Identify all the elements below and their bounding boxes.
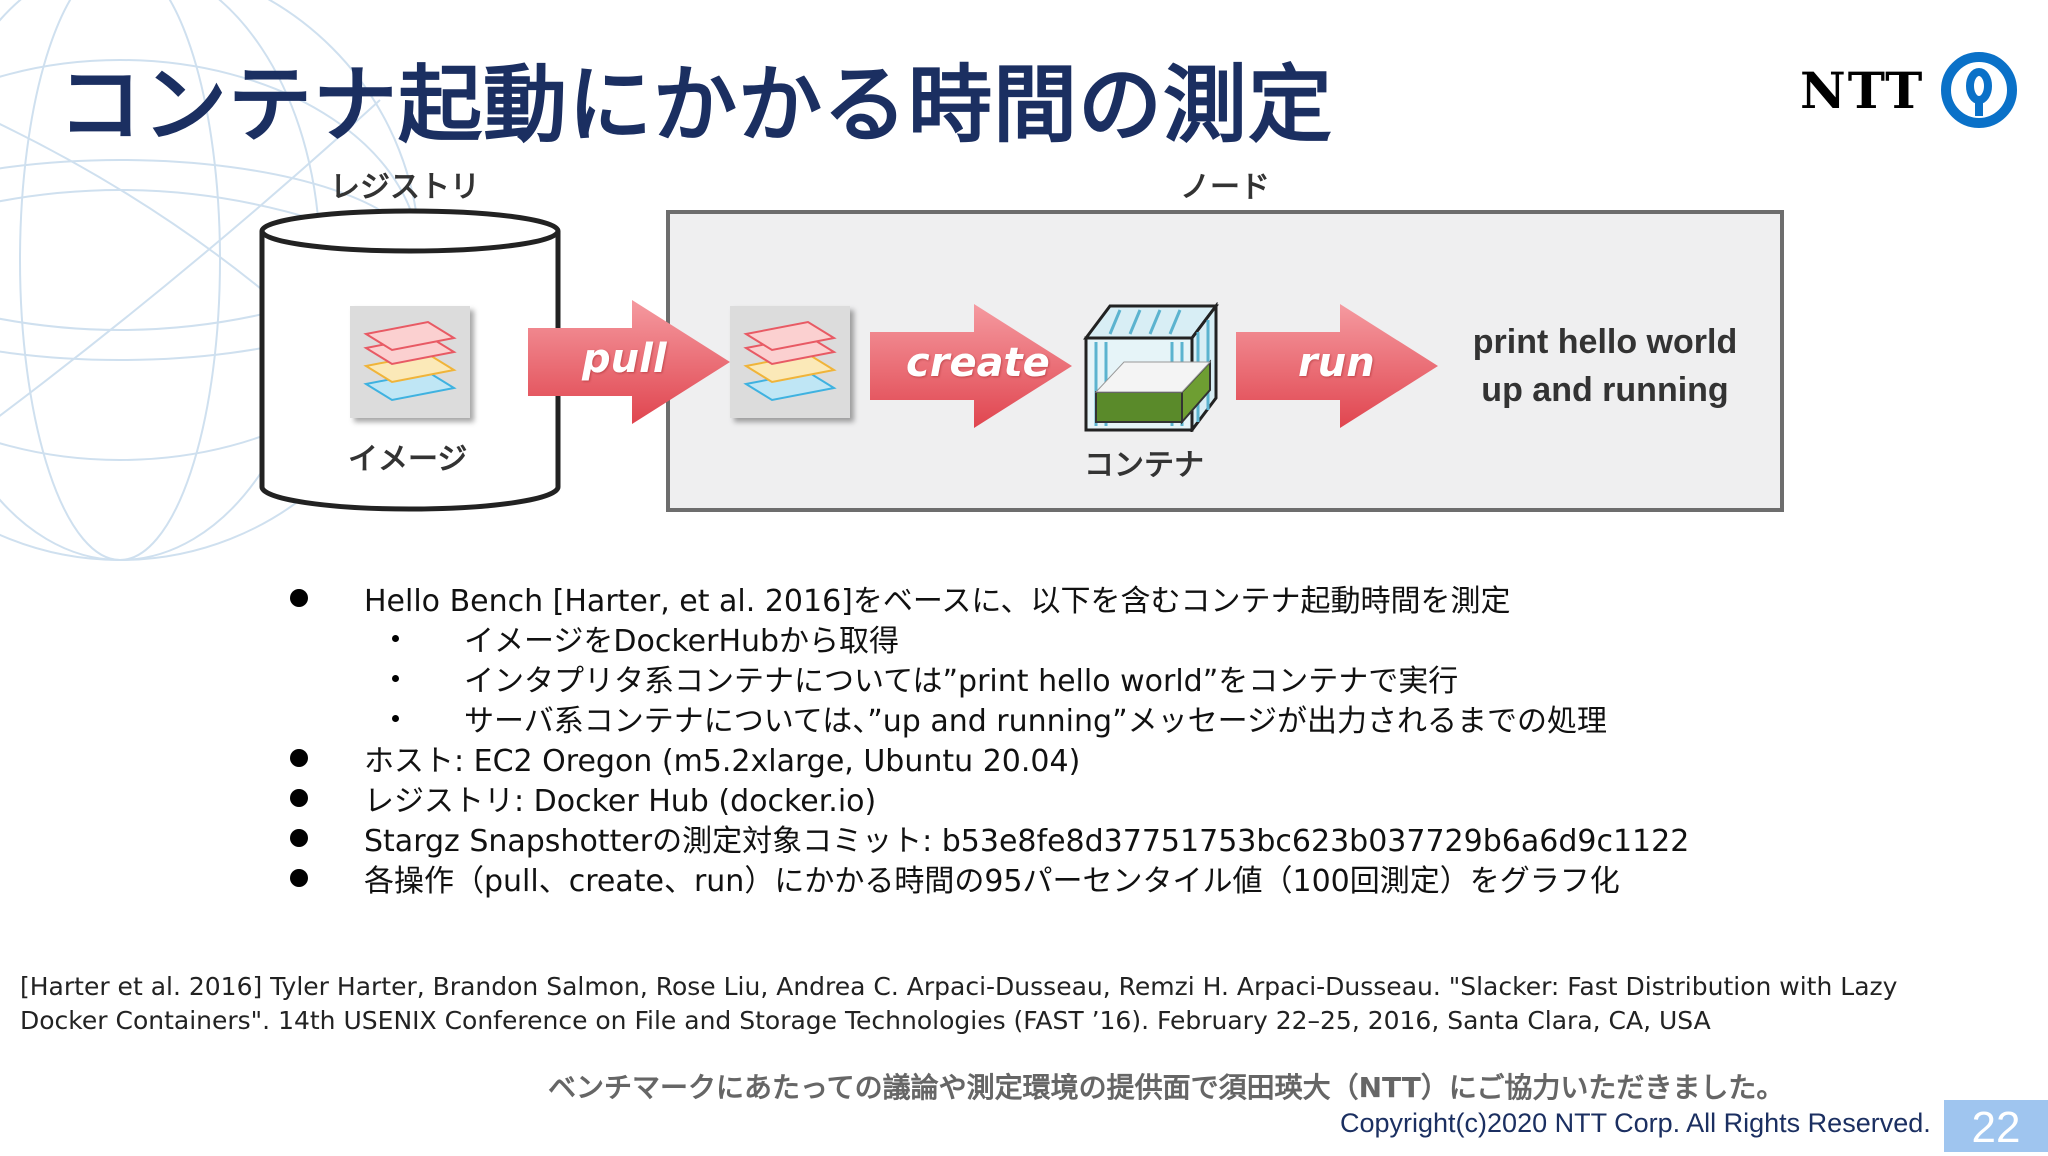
- bullet-item: ホスト: EC2 Oregon (m5.2xlarge, Ubuntu 20.0…: [290, 738, 1790, 779]
- layers-icon: [363, 320, 457, 402]
- output-line-1: print hello world: [1472, 323, 1738, 361]
- ntt-logo: NTT: [1800, 50, 2018, 130]
- create-arrow: [870, 304, 1072, 428]
- pull-arrow: [528, 300, 730, 424]
- sub-bullet-dot: [392, 674, 399, 682]
- layers-icon: [743, 320, 837, 402]
- bullet-dot: [290, 589, 308, 607]
- bullet-text: Hello Bench [Harter, et al. 2016]をベースに、以…: [364, 584, 1511, 619]
- container-label: コンテナ: [1084, 448, 1204, 483]
- bullet-item: Hello Bench [Harter, et al. 2016]をベースに、以…: [290, 578, 1790, 619]
- bullet-text: レジストリ: Docker Hub (docker.io): [364, 784, 877, 819]
- ntt-ring-logo-icon: [1941, 52, 2018, 128]
- bullet-dot: [290, 829, 308, 847]
- sub-bullet-dot: [392, 634, 399, 642]
- sub-bullet-text: サーバ系コンテナについては、”up and running”メッセージが出力され…: [464, 704, 1608, 739]
- bullet-item: レジストリ: Docker Hub (docker.io): [290, 778, 1790, 819]
- bullet-text: ホスト: EC2 Oregon (m5.2xlarge, Ubuntu 20.0…: [364, 744, 1081, 779]
- reference-citation: [Harter et al. 2016] Tyler Harter, Brand…: [20, 970, 1980, 1038]
- sub-bullet-text: イメージをDockerHubから取得: [464, 624, 900, 659]
- bullet-dot: [290, 749, 308, 767]
- node-label: ノード: [1180, 170, 1270, 205]
- create-label: create: [906, 340, 1050, 386]
- sub-bullet-dot: [392, 714, 399, 722]
- bullet-item: 各操作（pull、create、run）にかかる時間の95パーセンタイル値（10…: [290, 858, 1790, 899]
- logo-text: NTT: [1800, 60, 1925, 120]
- bullet-dot: [290, 789, 308, 807]
- sub-bullet-item: イメージをDockerHubから取得: [290, 618, 1790, 659]
- registry-label: レジストリ: [330, 170, 480, 205]
- reference-line-2: Docker Containers". 14th USENIX Conferen…: [20, 1006, 1711, 1035]
- run-arrow: [1236, 304, 1438, 428]
- bullet-dot: [290, 869, 308, 887]
- output-text: print hello world up and running: [1440, 318, 1770, 414]
- sub-bullet-item: サーバ系コンテナについては、”up and running”メッセージが出力され…: [290, 698, 1790, 739]
- node-image-icon: [730, 306, 850, 418]
- run-label: run: [1298, 340, 1375, 386]
- bullet-text: Stargz Snapshotterの測定対象コミット: b53e8fe8d37…: [364, 824, 1690, 859]
- image-label: イメージ: [348, 442, 468, 477]
- sub-bullet-text: インタプリタ系コンテナについては”print hello world”をコンテナ…: [464, 664, 1459, 699]
- registry-image-icon: [350, 306, 470, 418]
- copyright: Copyright(c)2020 NTT Corp. All Rights Re…: [1340, 1108, 1931, 1138]
- page-title: コンテナ起動にかかる時間の測定: [58, 56, 1334, 154]
- pull-label: pull: [582, 336, 667, 382]
- acknowledgement: ベンチマークにあたっての議論や測定環境の提供面で須田瑛大（NTT）にご協力いただ…: [548, 1071, 1785, 1104]
- output-line-2: up and running: [1481, 371, 1729, 409]
- sub-bullet-item: インタプリタ系コンテナについては”print hello world”をコンテナ…: [290, 658, 1790, 699]
- page-number: 22: [1944, 1100, 2048, 1152]
- container-icon: [1083, 302, 1219, 432]
- bullet-item: Stargz Snapshotterの測定対象コミット: b53e8fe8d37…: [290, 818, 1790, 859]
- bullet-text: 各操作（pull、create、run）にかかる時間の95パーセンタイル値（10…: [364, 864, 1620, 899]
- reference-line-1: [Harter et al. 2016] Tyler Harter, Brand…: [20, 972, 1898, 1001]
- bullet-list: Hello Bench [Harter, et al. 2016]をベースに、以…: [290, 578, 1790, 899]
